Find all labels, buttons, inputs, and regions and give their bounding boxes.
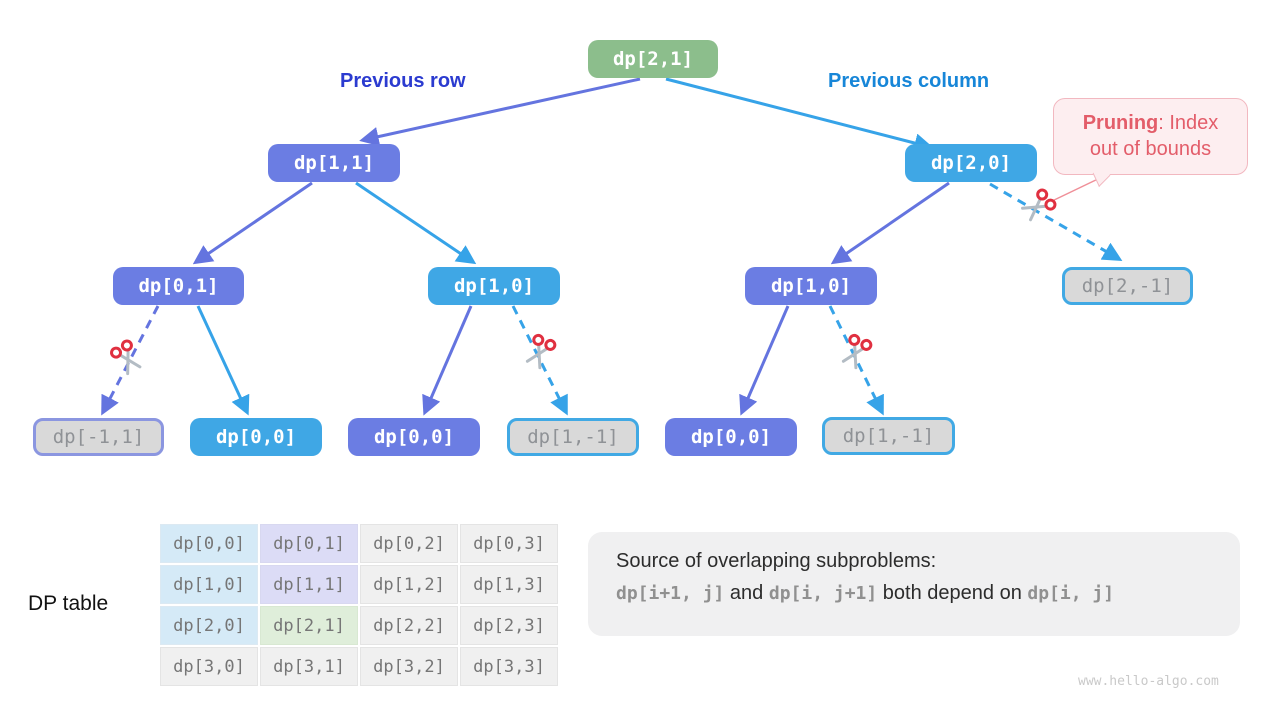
dp-table-cell: dp[1,3] xyxy=(460,565,558,604)
edge-dp10-to-dp1neg1-pruned-left xyxy=(511,305,568,416)
dp-table-cell: dp[2,3] xyxy=(460,606,558,645)
tree-node-dp1neg1-pruned-b: dp[1,-1] xyxy=(822,417,955,455)
dp-table-cell: dp[0,1] xyxy=(260,524,358,563)
previous-row-label: Previous row xyxy=(340,70,466,92)
note-text-and: and xyxy=(724,582,769,604)
pruning-callout-line2: out of bounds xyxy=(1089,138,1212,160)
tree-node-root-dp21: dp[2,1] xyxy=(588,40,718,78)
code-dp-ij1: dp[i, j+1] xyxy=(768,583,878,604)
callout-pointer-line xyxy=(1049,177,1101,203)
dp-table-cell: dp[0,0] xyxy=(160,524,258,563)
code-dp-i1j: dp[i+1, j] xyxy=(616,583,725,604)
pruning-callout: Pruning: Index out of bounds xyxy=(1053,98,1248,175)
edge-dp11-to-dp01 xyxy=(192,181,313,265)
dp-table-cell: dp[2,0] xyxy=(160,606,258,645)
tree-node-dp00-c: dp[0,0] xyxy=(665,418,797,456)
pruning-callout-line1: Pruning: Index xyxy=(1054,110,1247,136)
dp-table-cell: dp[0,3] xyxy=(460,524,558,563)
edge-dp10-to-dp00-right xyxy=(739,305,790,416)
tree-node-dp00-b: dp[0,0] xyxy=(348,418,480,456)
edge-root-to-dp20 xyxy=(665,77,934,153)
dp-table-cell: dp[3,3] xyxy=(460,647,558,686)
dp-table-cell: dp[3,2] xyxy=(360,647,458,686)
pruning-callout-title-rest: : Index xyxy=(1158,112,1219,134)
dp-table-label: DP table xyxy=(28,592,109,615)
code-dp-ij: dp[i, j] xyxy=(1027,583,1115,604)
dp-table-cell: dp[3,1] xyxy=(260,647,358,686)
tree-node-dp00-a: dp[0,0] xyxy=(190,418,322,456)
edge-dp10-to-dp1neg1-pruned-right xyxy=(828,305,884,416)
dp-table-cell: dp[1,2] xyxy=(360,565,458,604)
dp-table-cell: dp[1,1] xyxy=(260,565,358,604)
dp-table-cell: dp[1,0] xyxy=(160,565,258,604)
tree-node-dp20: dp[2,0] xyxy=(905,144,1037,182)
edge-dp10-to-dp00-left xyxy=(422,305,473,416)
note-line1: Source of overlapping subproblems: xyxy=(616,550,937,572)
watermark-url: www.hello-algo.com xyxy=(1078,674,1219,689)
tree-node-dp1neg1-pruned-a: dp[1,-1] xyxy=(507,418,639,456)
tree-node-dpneg11-pruned: dp[-1,1] xyxy=(33,418,164,456)
tree-node-dp10-left: dp[1,0] xyxy=(428,267,560,305)
note-text-depend: both depend on xyxy=(877,582,1028,604)
dp-table-cell: dp[0,2] xyxy=(360,524,458,563)
edge-dp20-to-dp10 xyxy=(830,181,950,265)
edge-root-to-dp11 xyxy=(359,77,641,147)
tree-node-dp10-right: dp[1,0] xyxy=(745,267,877,305)
scissors-icon xyxy=(1018,186,1059,225)
edge-dp11-to-dp10 xyxy=(355,181,477,265)
pruning-callout-title: Pruning xyxy=(1082,112,1159,134)
edge-dp20-to-dp2neg1-pruned xyxy=(989,182,1123,261)
overlapping-subproblems-note: Source of overlapping subproblems: dp[i+… xyxy=(588,532,1240,636)
tree-node-dp01: dp[0,1] xyxy=(113,267,244,305)
note-line2: dp[i+1, j] and dp[i, j+1] both depend on… xyxy=(616,582,1212,605)
dp-table-cell: dp[3,0] xyxy=(160,647,258,686)
tree-node-dp11: dp[1,1] xyxy=(268,144,400,182)
edge-dp01-to-dpneg11-pruned xyxy=(101,305,160,416)
dp-table-cell: dp[2,2] xyxy=(360,606,458,645)
edge-dp01-to-dp00 xyxy=(196,305,250,416)
tree-node-dp2neg1-pruned: dp[2,-1] xyxy=(1062,267,1193,305)
dp-table: dp[0,0] dp[0,1] dp[0,2] dp[0,3] dp[1,0] … xyxy=(160,524,558,686)
previous-column-label: Previous column xyxy=(828,70,990,92)
dp-table-cell-highlight-dp21: dp[2,1] xyxy=(260,606,358,645)
